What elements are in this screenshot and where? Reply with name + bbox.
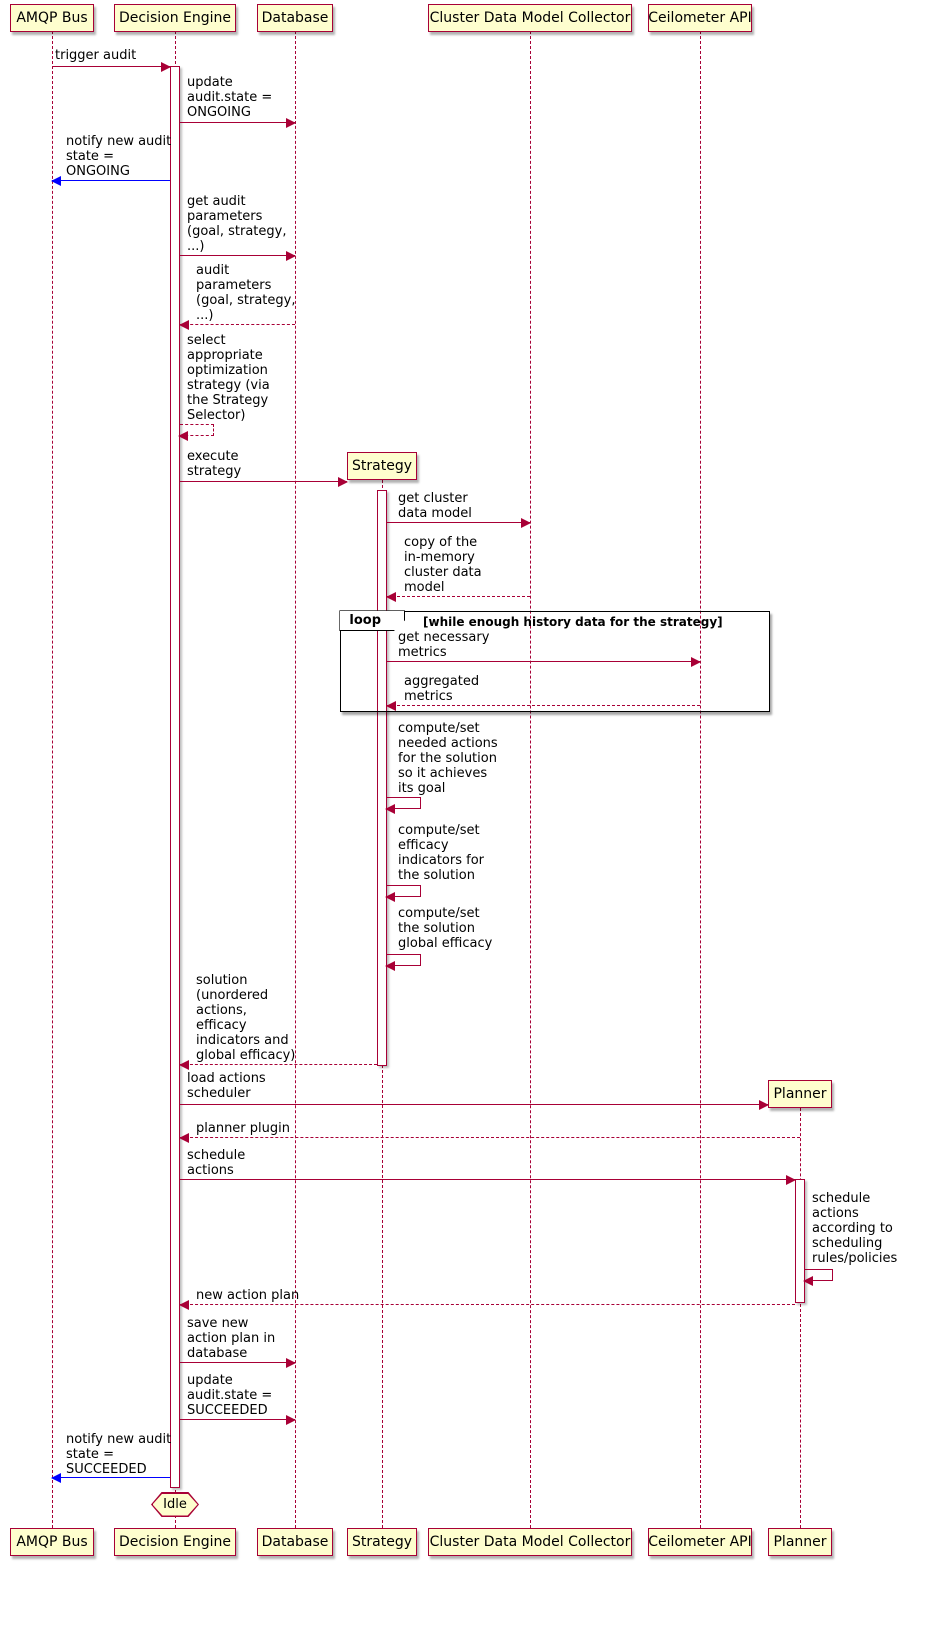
message-arrow xyxy=(180,1175,796,1185)
participant-ceilometer-api-top: Ceilometer API xyxy=(648,4,752,32)
participant-database-bottom: Database xyxy=(257,1528,333,1556)
message-arrow xyxy=(180,1100,769,1110)
message-arrow xyxy=(180,1358,296,1368)
arrowhead xyxy=(51,176,61,186)
message-label: get audit parameters (goal, strategy, ..… xyxy=(187,194,287,254)
arrowhead xyxy=(386,701,396,711)
message-label: schedule actions xyxy=(187,1148,246,1178)
message-label: solution (unordered actions, efficacy in… xyxy=(196,973,296,1063)
message-arrow xyxy=(386,701,700,711)
arrowhead xyxy=(691,657,701,667)
message-label: aggregated metrics xyxy=(404,674,480,704)
arrowhead xyxy=(286,118,296,128)
lifeline-planner xyxy=(800,1108,801,1528)
participant-ceilometer-api-bottom: Ceilometer API xyxy=(648,1528,752,1556)
arrowhead xyxy=(338,477,348,487)
self-message-arrow xyxy=(803,1269,833,1286)
loop-keyword: loop xyxy=(349,613,382,629)
arrowhead xyxy=(286,1358,296,1368)
activation-decision-engine xyxy=(170,66,180,1488)
message-label: trigger audit xyxy=(55,48,137,63)
participant-cluster-data-model-collector-top: Cluster Data Model Collector xyxy=(428,4,632,32)
message-label: execute strategy xyxy=(187,449,242,479)
self-message-arrow xyxy=(385,885,421,902)
message-arrow xyxy=(387,657,701,667)
arrowhead xyxy=(385,892,395,902)
message-label: get cluster data model xyxy=(398,491,472,521)
message-label: compute/set the solution global efficacy xyxy=(398,906,493,951)
message-arrow xyxy=(51,176,170,186)
message-arrow xyxy=(52,62,171,72)
arrowhead xyxy=(286,251,296,261)
lifeline-cluster-data-model-collector xyxy=(530,31,531,1528)
message-arrow xyxy=(179,1133,800,1143)
message-arrow xyxy=(387,518,531,528)
self-message-arrow xyxy=(178,424,214,441)
activation-strategy xyxy=(377,490,387,1066)
message-label: copy of the in-memory cluster data model xyxy=(404,535,482,595)
participant-strategy-created: Strategy xyxy=(347,452,417,480)
self-message-arrow xyxy=(385,797,421,814)
message-arrow xyxy=(180,1415,296,1425)
message-label: new action plan xyxy=(196,1288,300,1303)
arrowhead xyxy=(386,592,396,602)
message-label: compute/set needed actions for the solut… xyxy=(398,721,498,796)
message-label: planner plugin xyxy=(196,1121,290,1136)
participant-decision-engine-top: Decision Engine xyxy=(114,4,236,32)
message-arrow xyxy=(179,1060,377,1070)
participant-decision-engine-bottom: Decision Engine xyxy=(114,1528,236,1556)
message-arrow xyxy=(180,118,296,128)
arrowhead xyxy=(286,1415,296,1425)
arrowhead xyxy=(385,961,395,971)
arrowhead xyxy=(179,1300,189,1310)
participant-planner-created: Planner xyxy=(768,1080,832,1108)
message-arrow xyxy=(180,477,348,487)
arrowhead xyxy=(51,1473,61,1483)
message-label: update audit.state = ONGOING xyxy=(187,75,273,120)
participant-strategy-bottom: Strategy xyxy=(347,1528,417,1556)
message-label: select appropriate optimization strategy… xyxy=(187,333,270,423)
arrowhead xyxy=(803,1276,813,1286)
arrowhead xyxy=(385,804,395,814)
lifeline-database xyxy=(295,31,296,1528)
arrowhead xyxy=(179,320,189,330)
message-label: audit parameters (goal, strategy, ...) xyxy=(196,263,296,323)
self-message-arrow xyxy=(385,954,421,971)
arrowhead xyxy=(178,431,188,441)
arrowhead xyxy=(759,1100,769,1110)
message-arrow xyxy=(179,320,295,330)
participant-database-top: Database xyxy=(257,4,333,32)
message-label: save new action plan in database xyxy=(187,1316,276,1361)
arrowhead xyxy=(161,62,171,72)
participant-amqp-bus-top: AMQP Bus xyxy=(10,4,94,32)
arrowhead xyxy=(786,1175,796,1185)
arrowhead xyxy=(179,1133,189,1143)
message-label: schedule actions according to scheduling… xyxy=(812,1191,898,1266)
loop-condition: [while enough history data for the strat… xyxy=(423,615,723,629)
participant-amqp-bus-bottom: AMQP Bus xyxy=(10,1528,94,1556)
participant-cluster-data-model-collector-bottom: Cluster Data Model Collector xyxy=(428,1528,632,1556)
lifeline-amqp-bus xyxy=(52,31,53,1528)
message-label: compute/set efficacy indicators for the … xyxy=(398,823,485,883)
message-label: update audit.state = SUCCEEDED xyxy=(187,1373,273,1418)
idle-state-label: Idle xyxy=(152,1493,198,1516)
participant-planner-bottom: Planner xyxy=(768,1528,832,1556)
message-label: notify new audit state = ONGOING xyxy=(66,134,172,179)
arrowhead xyxy=(179,1060,189,1070)
message-arrow xyxy=(179,1300,795,1310)
loop-frame: loop [while enough history data for the … xyxy=(339,610,770,712)
arrowhead xyxy=(521,518,531,528)
activation-planner xyxy=(795,1179,805,1303)
message-label: load actions scheduler xyxy=(187,1071,266,1101)
loop-keyword-badge: loop xyxy=(339,610,406,632)
lifeline-ceilometer-api xyxy=(700,31,701,1528)
message-label: get necessary metrics xyxy=(398,630,490,660)
message-label: notify new audit state = SUCCEEDED xyxy=(66,1432,172,1477)
idle-state-hexagon: Idle xyxy=(151,1492,199,1517)
message-arrow xyxy=(386,592,530,602)
message-arrow xyxy=(180,251,296,261)
message-arrow xyxy=(51,1473,170,1483)
